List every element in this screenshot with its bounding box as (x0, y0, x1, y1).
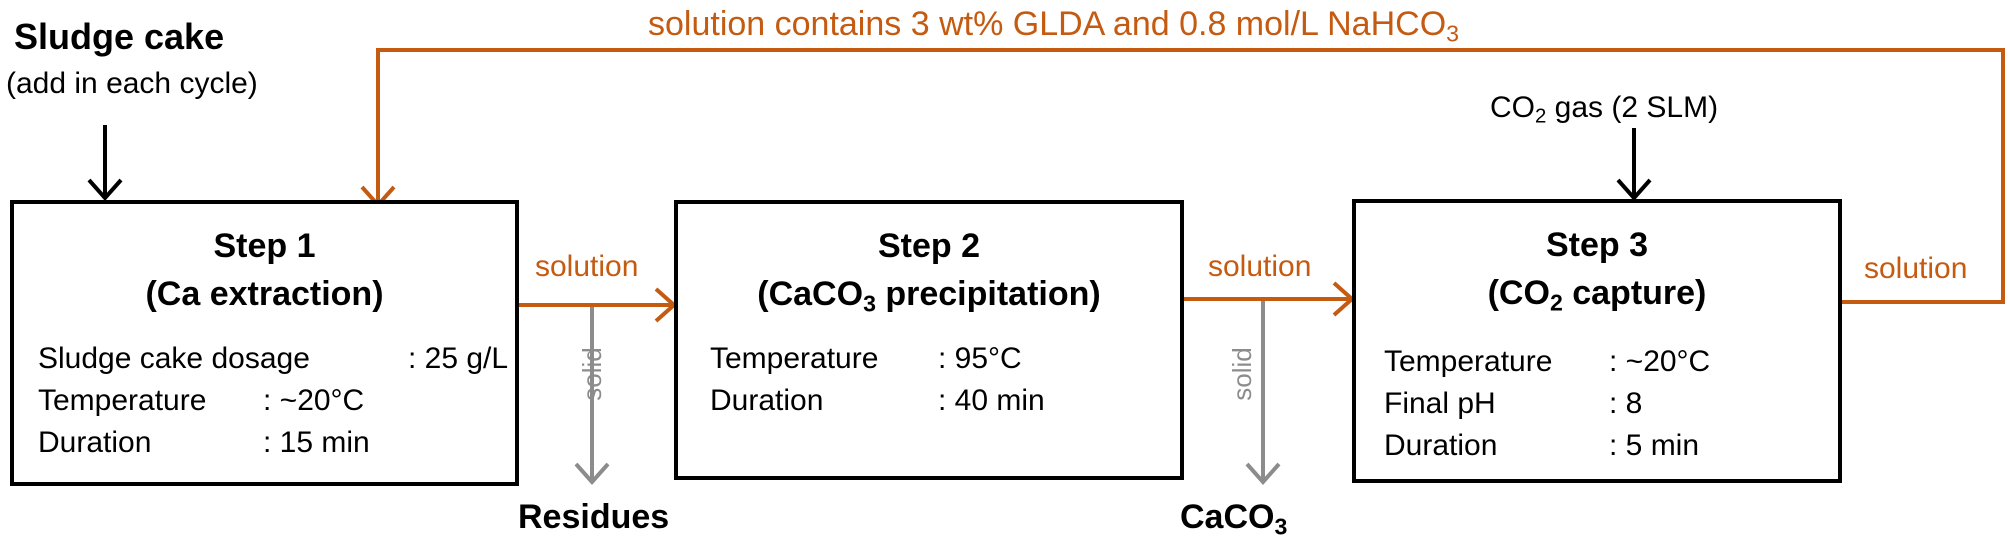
param-label: Temperature (1384, 345, 1553, 378)
co2-gas-prefix: CO (1490, 91, 1535, 124)
param-label: Duration (1384, 429, 1498, 462)
solution-label-3: solution (1864, 252, 1968, 285)
step-1-subtitle: (Ca extraction) (145, 275, 384, 313)
step-1-box: Step 1 (Ca extraction) Sludge cake dosag… (10, 200, 519, 486)
param-label: Duration (710, 384, 824, 417)
step-2-subtitle-sub: 3 (863, 290, 876, 317)
param-value: : ~20°C (1609, 345, 1711, 378)
param-value: : 8 (1609, 387, 1643, 420)
solid-label-1-text: solid (577, 347, 607, 401)
step-2-title: Step 2 (877, 227, 981, 265)
param-label: Duration (38, 426, 152, 459)
solid-arrow-2 (1245, 301, 1281, 486)
co2-gas-suffix: gas (2 SLM) (1546, 91, 1719, 124)
param-label: Temperature (710, 342, 879, 375)
co2-gas-sub: 2 (1535, 105, 1547, 128)
co2-gas-arrow (1616, 128, 1652, 202)
param-label: Sludge cake dosage (38, 342, 310, 375)
step-2-subtitle: (CaCO3 precipitation) (678, 274, 1180, 317)
step-3-subtitle: (CO2 capture) (1356, 273, 1838, 316)
step-3-subtitle-prefix: (CO (1487, 274, 1550, 312)
param-value: : 15 min (263, 426, 370, 459)
step-2-subtitle-suffix: precipitation) (875, 275, 1101, 313)
solution-label-1: solution (535, 250, 639, 283)
step-2-box: Step 2 (CaCO3 precipitation) Temperature… (674, 200, 1184, 480)
solid-label-1: solid (572, 347, 612, 400)
step-3-title: Step 3 (1545, 226, 1649, 264)
param-value: : 40 min (938, 384, 1045, 417)
solid-label-2: solid (1222, 347, 1262, 400)
solution-arrow-2 (1184, 281, 1356, 317)
step-3-subtitle-suffix: capture) (1562, 274, 1707, 312)
feed-title: Sludge cake (14, 16, 225, 57)
caco3-label-sub: 3 (1274, 513, 1288, 540)
step-2-subtitle-prefix: (CaCO (757, 275, 864, 313)
solution-label-2: solution (1208, 250, 1312, 283)
feed-arrow (87, 125, 123, 202)
recycle-label-sub: 3 (1446, 20, 1459, 47)
step-3-box: Step 3 (CO2 capture) Temperature : ~20°C… (1352, 199, 1842, 483)
step-1-title: Step 1 (213, 227, 316, 265)
param-label: Temperature (38, 384, 207, 417)
recycle-label: solution contains 3 wt% GLDA and 0.8 mol… (648, 2, 1459, 46)
solution-arrow-1 (519, 287, 678, 323)
step-3-subtitle-sub: 2 (1549, 289, 1563, 316)
co2-gas-label: CO2 gas (2 SLM) (1490, 88, 1718, 128)
param-label: Final pH (1384, 387, 1496, 420)
caco3-label: CaCO3 (1180, 496, 1287, 538)
solid-label-2-text: solid (1227, 347, 1257, 401)
param-value: : 25 g/L (408, 342, 509, 375)
caco3-label-prefix: CaCO (1180, 498, 1275, 536)
feed-subtitle: (add in each cycle) (6, 67, 258, 100)
param-value: : 95°C (938, 342, 1022, 375)
solid-arrow-1 (574, 307, 610, 486)
param-value: : ~20°C (263, 384, 365, 417)
param-value: : 5 min (1609, 429, 1700, 462)
residues-label: Residues (518, 498, 670, 536)
recycle-label-text: solution contains 3 wt% GLDA and 0.8 mol… (648, 5, 1447, 43)
